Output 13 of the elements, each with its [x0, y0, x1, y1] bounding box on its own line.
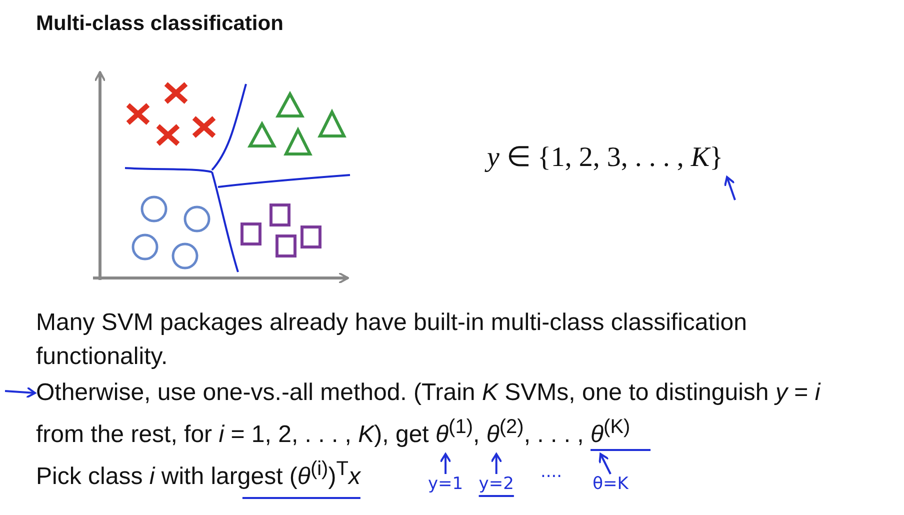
set-formula: y ∈ {1, 2, 3, . . . , K} — [487, 140, 724, 174]
text-paragraph: Pick class i with largest (θ$^{(i)}$)$^{T}$x — [36, 457, 360, 492]
handwritten-note: y=1 — [428, 474, 464, 494]
text-paragraph: Otherwise, use one-vs.-all method. (Train K SVMs, one to distinguish y = i from the rest, for i = 1, 2, . . . , K), get θ$^{(1)}$, θ$^{(2)}$, . . . , θ$^{(K)}$ — [36, 376, 866, 452]
leader-arrow — [598, 453, 612, 474]
text-paragraph: Many SVM packages already have built-in multi-class classification functionality. — [36, 308, 748, 372]
handwritten-note: .... — [540, 462, 562, 482]
leader-arrow — [4, 386, 36, 398]
leader-arrow — [490, 453, 502, 474]
handwritten-note: θ=K — [592, 474, 628, 494]
slide-title: Multi-class classification — [36, 12, 284, 36]
handwritten-note: y=2 — [478, 474, 514, 494]
leader-arrow — [440, 453, 452, 474]
